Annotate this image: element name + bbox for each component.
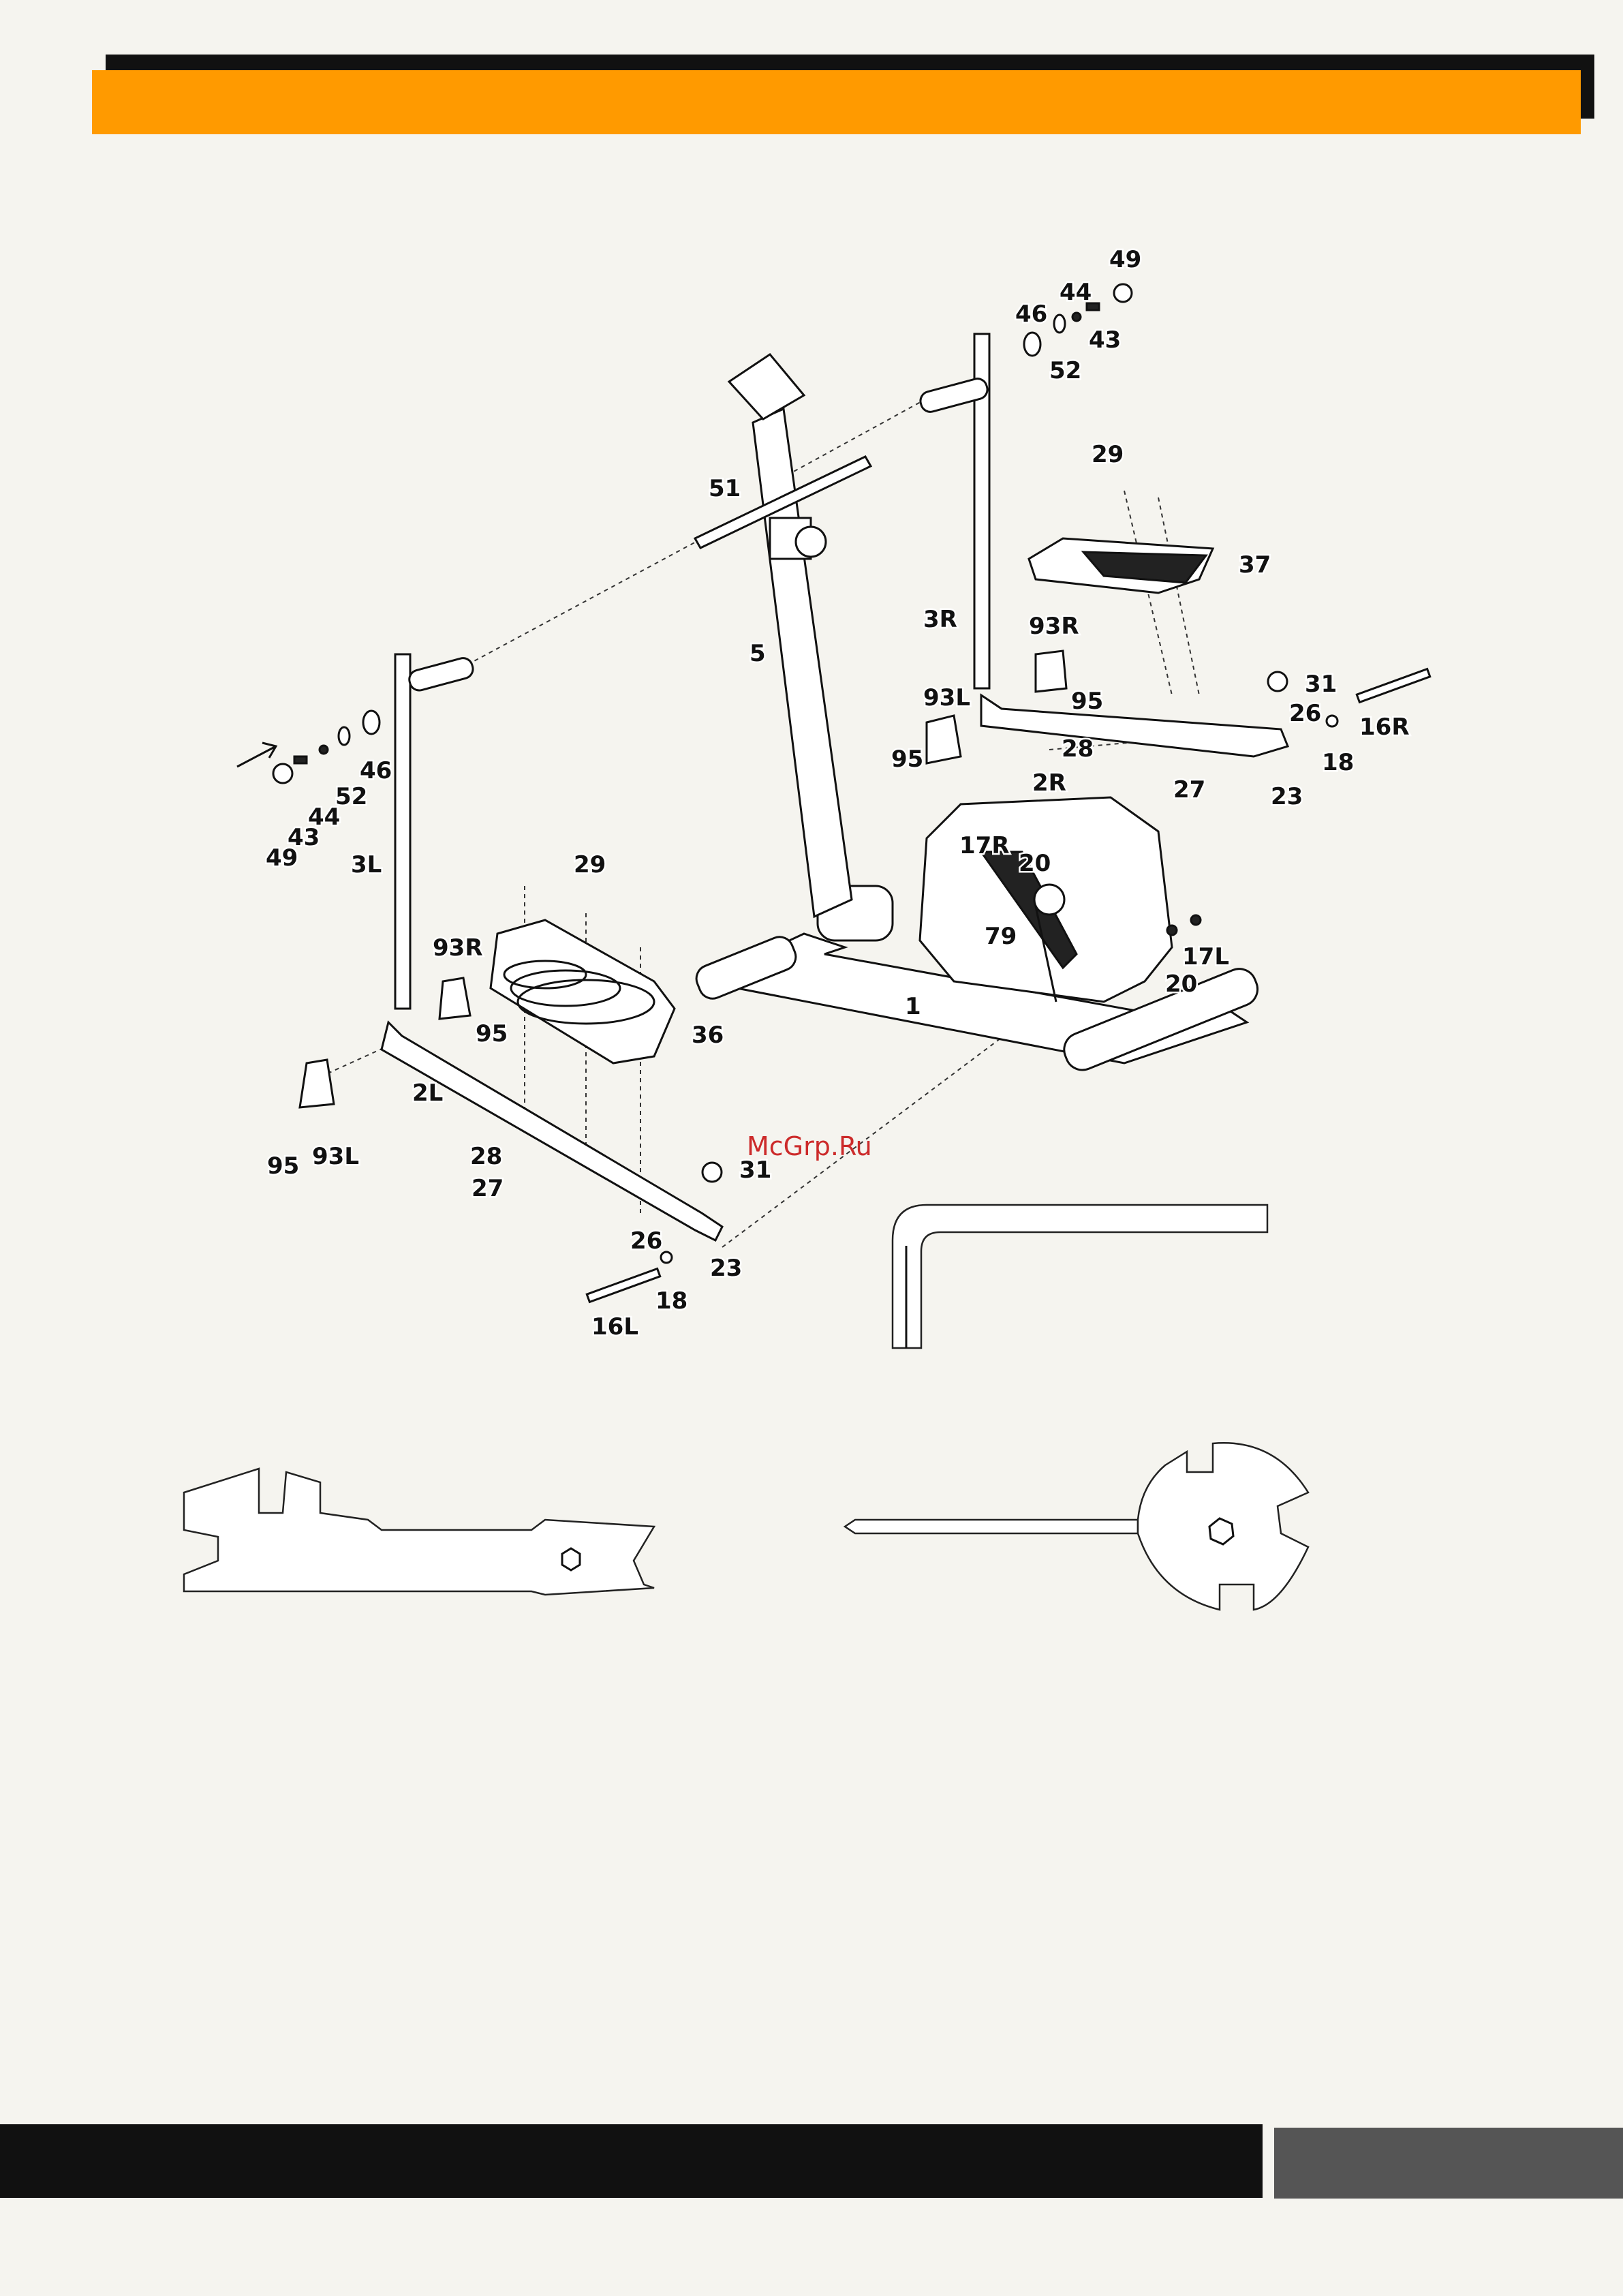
callout-46-left: 46 [360,757,392,784]
callout-93R-right: 93R [1029,613,1079,640]
callout-95-d: 95 [1071,688,1103,715]
callout-26-left: 26 [630,1227,662,1255]
callout-93L-right: 93L [923,684,970,711]
callout-27-left: 27 [472,1175,504,1202]
callout-16R: 16R [1359,714,1410,741]
callout-27-right: 27 [1173,776,1205,803]
callout-49-left: 49 [266,844,298,872]
callout-1: 1 [905,993,921,1020]
callout-31-right: 31 [1305,671,1337,698]
combination-wrench-tool [184,1469,654,1595]
callout-52-left: 52 [335,783,367,810]
callout-79: 79 [985,923,1017,950]
handlebars [395,334,989,1009]
callout-37: 37 [1239,551,1271,579]
callout-23-left: 23 [710,1255,742,1282]
flywheel-housing [920,797,1172,1002]
callout-2L: 2L [412,1080,443,1107]
callout-16L: 16L [591,1313,638,1341]
callout-46-right: 46 [1015,301,1047,328]
callout-28-right: 28 [1062,735,1094,763]
callout-18-right: 18 [1322,749,1354,776]
callout-28-left: 28 [470,1143,502,1170]
callout-29-left: 29 [574,851,606,878]
screwdriver-wrench-tool [845,1443,1308,1610]
callout-17R: 17R [959,832,1010,859]
callout-20-bottom: 20 [1165,970,1197,998]
callout-36: 36 [692,1022,724,1049]
callout-52-right: 52 [1049,357,1081,384]
callout-95-b: 95 [476,1020,508,1047]
callout-20-top: 20 [1019,850,1051,877]
left-pedal-assembly [300,920,722,1240]
callout-5: 5 [749,640,766,667]
footer-bar [0,2124,1263,2198]
callout-93R-left: 93R [433,934,483,962]
callout-3L: 3L [351,851,382,878]
callout-49-right: 49 [1109,246,1141,273]
callout-26-right: 26 [1289,700,1321,727]
watermark: McGrp.Ru [747,1131,872,1161]
callout-3R: 3R [923,606,957,633]
upright-mast [729,354,852,917]
callout-23-right: 23 [1271,783,1303,810]
callout-93L-left: 93L [312,1143,359,1170]
callout-44-right: 44 [1060,279,1092,306]
callout-18-left: 18 [655,1287,687,1315]
callout-95-c: 95 [891,746,923,773]
callout-2R: 2R [1032,769,1066,797]
callout-95-a: 95 [267,1152,299,1180]
callout-43-right: 43 [1089,326,1121,354]
callout-17L: 17L [1182,943,1229,970]
footer-page-tab [1274,2128,1623,2199]
callout-29-right: 29 [1092,441,1124,468]
hex-key-tool [893,1205,1267,1348]
callout-51: 51 [709,475,741,502]
